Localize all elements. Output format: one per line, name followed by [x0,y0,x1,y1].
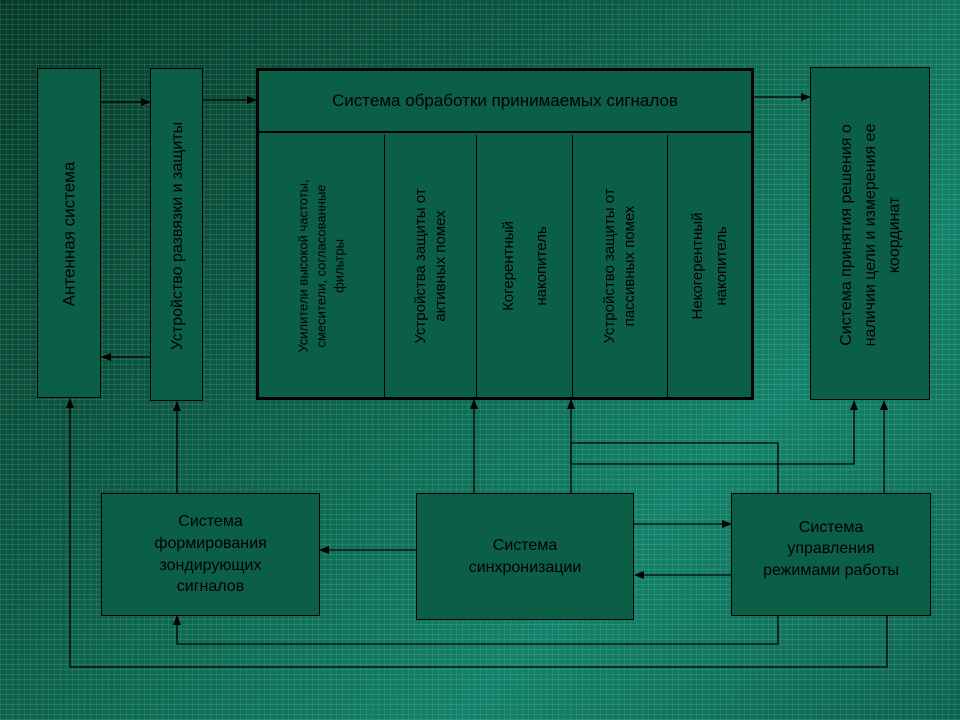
mode-control-label-line-2: управления [787,540,875,558]
signal-processing-title: Система обработки принимаемых сигналов [259,71,751,133]
mode-control-label-line-1: Система [798,518,864,536]
decision-label-line-2: наличии цели и измерения ее [862,123,879,346]
amplifiers-label-line-2: смесители, согласованные [313,184,329,348]
synchronization-box: Система синхронизации [416,493,634,620]
decision-label-line-3: координат [886,196,903,273]
passive-protection-label-line-2: пассивных помех [621,205,638,327]
active-interference-protection-unit: Устройства защиты от активных помех [385,135,476,397]
coherent-accumulator-unit: Когерентный накопитель [477,135,572,397]
amplifiers-mixers-filters-unit: Усилители высокой частоты, смесители, со… [259,135,384,397]
signal-processing-box: Система обработки принимаемых сигналов У… [256,68,754,400]
waveform-label-line-2: формирования [154,534,267,552]
waveform-label-line-3: зондирующих [159,556,262,574]
isolation-protection-label: Устройство развязки и защиты [168,121,186,350]
antenna-system-label: Антенная система [59,161,79,307]
target-decision-box: Система принятия решения о наличии цели … [810,67,930,400]
active-protection-label-line-2: активных помех [431,210,449,322]
noncoherent-label-line-2: накопитель [712,226,730,306]
waveform-label-line-4: сигналов [176,578,245,596]
waveform-generation-box: Система формирования зондирующих сигнало… [101,493,320,616]
mode-control-label-line-3: режимами работы [763,561,899,579]
amplifiers-label-line-3: фильтры [331,239,347,293]
isolation-protection-box: Устройство развязки и защиты [150,68,203,401]
noncoherent-accumulator-unit: Некогерентный накопитель [668,135,751,397]
decision-label-line-1: Система принятия решения о [838,123,855,346]
sync-label-line-2: синхронизации [468,558,582,576]
passive-protection-label-line-1: Устройство защиты от [600,188,618,344]
mode-control-box: Система управления режимами работы [731,493,931,616]
active-protection-label-line-1: Устройства защиты от [411,188,429,344]
waveform-label-line-1: Система [178,513,243,531]
sync-label-line-1: Система [492,536,558,554]
coherent-label-line-1: Когерентный [499,221,517,311]
noncoherent-label-line-1: Некогерентный [688,212,706,320]
amplifiers-label-line-1: Усилители высокой частоты, [295,179,311,353]
coherent-label-line-2: накопитель [532,226,550,306]
passive-interference-protection-unit: Устройство защиты от пассивных помех [573,135,667,397]
antenna-system-box: Антенная система [37,68,101,398]
